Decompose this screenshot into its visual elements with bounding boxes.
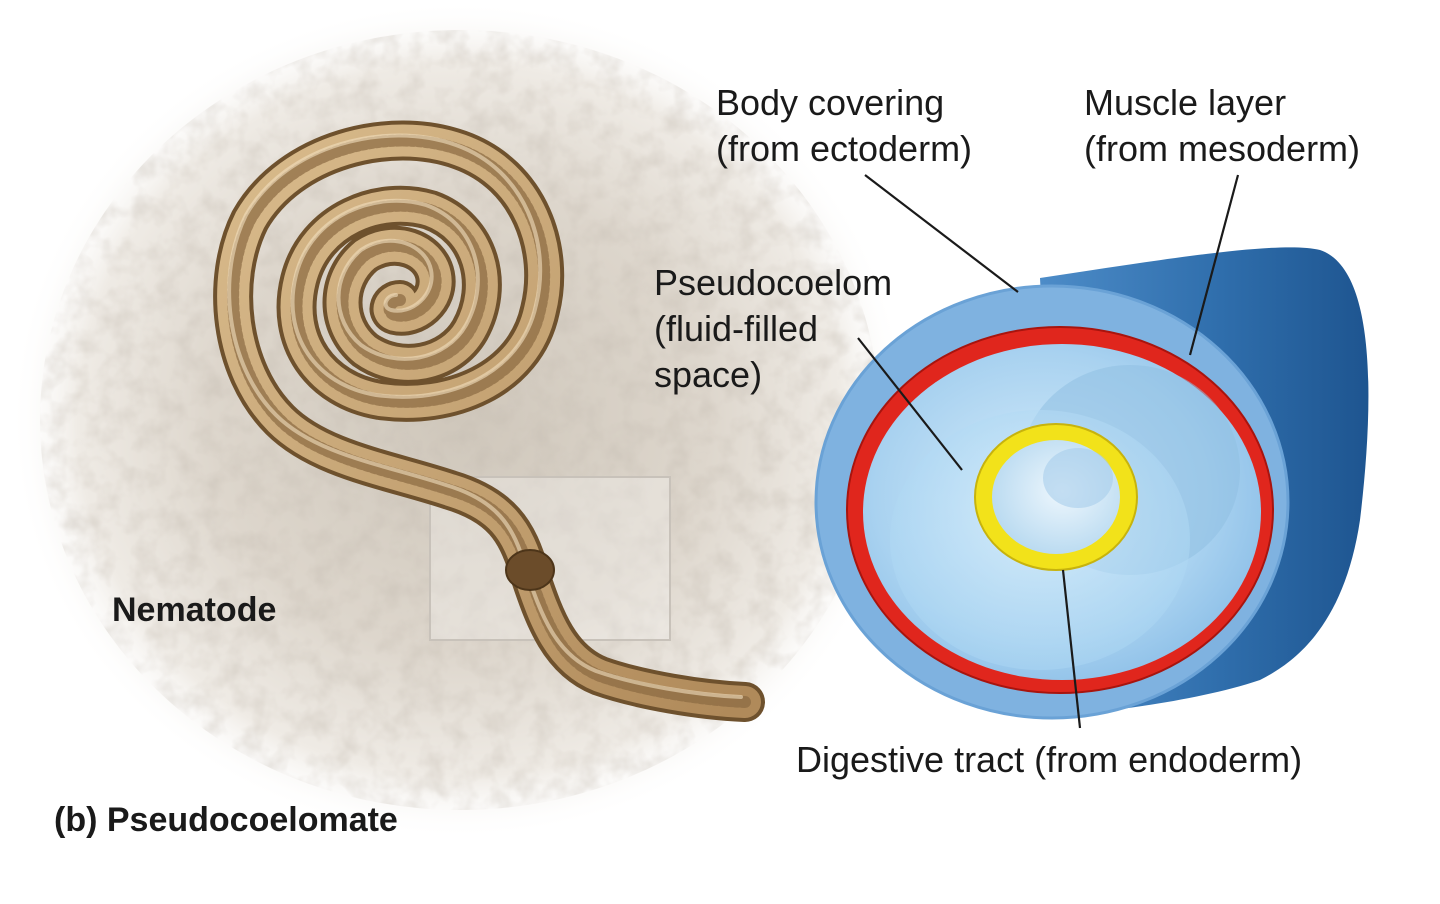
label-body-covering-line1: Body covering: [716, 82, 945, 123]
label-body-covering: Body covering (from ectoderm): [716, 80, 972, 172]
leader-lines: [857, 174, 1240, 729]
label-body-covering-line2: (from ectoderm): [716, 128, 973, 169]
label-pseudocoelom-line1: Pseudocoelom: [654, 262, 893, 303]
label-pseudocoelom: Pseudocoelom (fluid-filled space): [654, 260, 892, 398]
label-muscle-layer: Muscle layer (from mesoderm): [1084, 80, 1360, 172]
figure-caption: (b) Pseudocoelomate: [54, 801, 398, 839]
nematode-worm: [213, 120, 765, 722]
leader-pseudocoelom: [857, 337, 963, 471]
leader-digestive-tract: [1061, 569, 1082, 729]
leader-muscle-layer: [1188, 174, 1240, 356]
label-muscle-layer-line1: Muscle layer: [1084, 82, 1287, 123]
label-digestive-tract: Digestive tract (from endoderm): [796, 739, 1303, 780]
cross-section-diagram: [814, 247, 1369, 720]
label-pseudocoelom-line2: (fluid-filled: [654, 308, 819, 349]
label-nematode: Nematode: [112, 591, 277, 629]
label-muscle-layer-line2: (from mesoderm): [1084, 128, 1361, 169]
leader-body-covering: [864, 174, 1019, 293]
label-pseudocoelom-line3: space): [654, 354, 763, 395]
